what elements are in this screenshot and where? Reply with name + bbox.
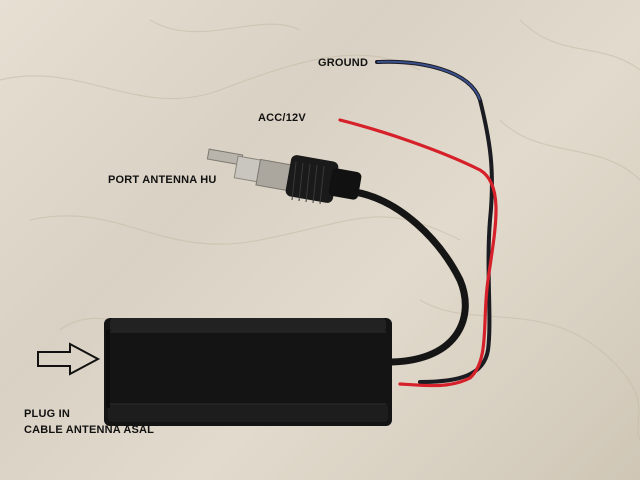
acc-wire bbox=[338, 118, 498, 388]
cable-antenna-asal-line: CABLE ANTENNA ASAL bbox=[24, 424, 155, 436]
coax-cable bbox=[351, 188, 469, 366]
amplifier-box bbox=[104, 318, 392, 426]
port-antenna-hu-label: PORT ANTENNA HU bbox=[108, 174, 217, 186]
outline-right-arrow-icon bbox=[37, 342, 101, 376]
ground-wire bbox=[375, 59, 494, 384]
plug-in-label: PLUG IN CABLE ANTENNA ASAL bbox=[24, 406, 154, 438]
antenna-plug bbox=[206, 148, 362, 205]
acc-12v-label: ACC/12V bbox=[258, 112, 306, 124]
plug-in-line: PLUG IN bbox=[24, 408, 71, 420]
ground-label: GROUND bbox=[318, 57, 369, 69]
